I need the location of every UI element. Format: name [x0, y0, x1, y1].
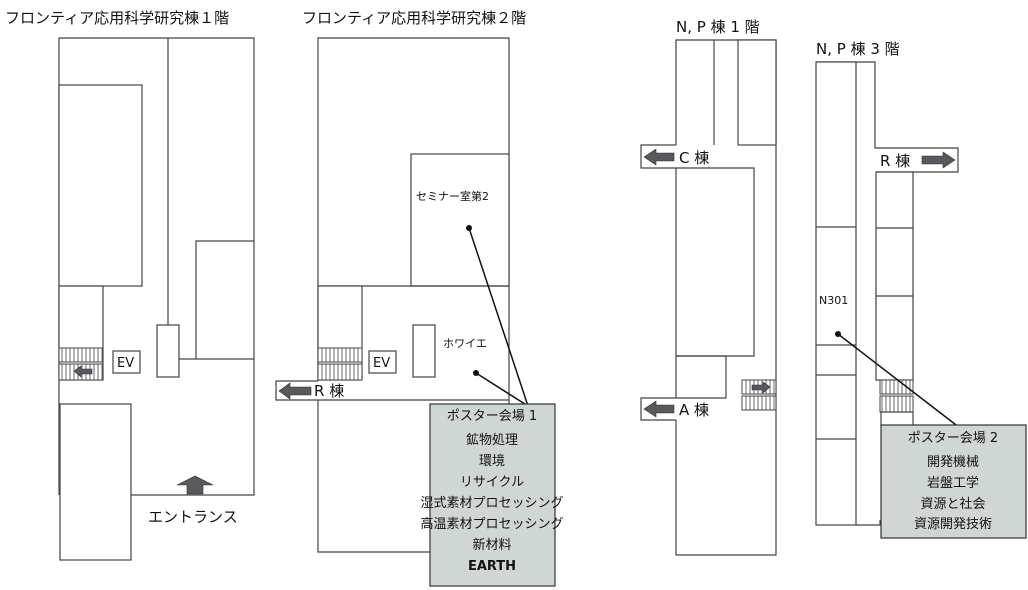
arrow-left-icon	[643, 148, 675, 166]
arrow-left-icon	[73, 365, 93, 378]
frontier-2f-title: フロンティア応用科学研究棟２階	[302, 9, 526, 27]
seminar-room	[410, 153, 510, 287]
arrow-left-icon	[643, 400, 675, 418]
room	[59, 403, 132, 561]
session: 鉱物処理	[466, 432, 518, 448]
session: EARTH	[468, 559, 516, 574]
session: 新材料	[472, 537, 511, 553]
room-column	[815, 61, 857, 526]
session: 資源と社会	[920, 496, 985, 512]
np-3f-title: N, P 棟 3 階	[816, 40, 900, 58]
pillar	[156, 324, 180, 378]
venue-title: ポスター会場 1	[447, 409, 537, 424]
room-column	[875, 171, 914, 381]
ev-label: EV	[117, 356, 134, 371]
stairs-icon	[879, 395, 914, 413]
poster-venue-1: ポスター会場 1 鉱物処理 環境 リサイクル 湿式素材プロセッシング 高温素材プ…	[420, 403, 564, 587]
session: 環境	[479, 454, 505, 469]
c-building-label: C 棟	[679, 149, 709, 167]
stairs-icon	[879, 379, 914, 395]
foyer-label: ホワイエ	[443, 337, 487, 350]
pillar	[412, 324, 436, 378]
session: 開発機械	[927, 455, 979, 470]
session: 岩盤工学	[927, 475, 979, 491]
np-1f-title: N, P 棟 1 階	[676, 18, 760, 36]
entrance-label: エントランス	[148, 508, 238, 526]
arrow-right-icon	[921, 151, 956, 169]
session: 高温素材プロセッシング	[420, 516, 563, 532]
stairs-icon	[317, 363, 363, 381]
arrow-left-icon	[278, 382, 312, 400]
session: リサイクル	[460, 475, 524, 490]
seminar-room-label: セミナー室第2	[416, 189, 489, 203]
stairs-icon	[741, 395, 777, 411]
ev-label: EV	[373, 356, 390, 371]
room	[58, 84, 143, 287]
stairs-icon	[58, 347, 104, 363]
r-building-label: R 棟	[314, 382, 344, 400]
frontier-1f-plan: フロンティア応用科学研究棟１階 EV エントランス	[5, 9, 255, 561]
np-3f-plan: N, P 棟 3 階 R 棟 N301	[815, 40, 961, 526]
session: 資源開発技術	[914, 517, 992, 532]
a-building-label: A 棟	[679, 401, 709, 419]
arrow-right-icon	[751, 381, 771, 394]
session: 湿式素材プロセッシング	[420, 496, 563, 511]
room-n301-label: N301	[819, 294, 848, 307]
venue-title: ポスター会場 2	[908, 431, 998, 446]
np-1f-plan: N, P 棟 1 階 C 棟 A 棟	[640, 18, 777, 556]
poster-venue-2: ポスター会場 2 開発機械 岩盤工学 資源と社会 資源開発技術	[880, 424, 1027, 539]
stairs-icon	[317, 347, 363, 363]
room	[737, 39, 777, 146]
ev-box	[112, 350, 141, 374]
ev-box	[368, 350, 397, 374]
r-building-label: R 棟	[880, 152, 910, 170]
frontier-2f-plan: フロンティア応用科学研究棟２階 セミナー室第2 EV ホワイエ R 棟	[275, 9, 529, 553]
frontier-1f-title: フロンティア応用科学研究棟１階	[5, 9, 229, 27]
arrow-up-icon	[176, 475, 214, 495]
